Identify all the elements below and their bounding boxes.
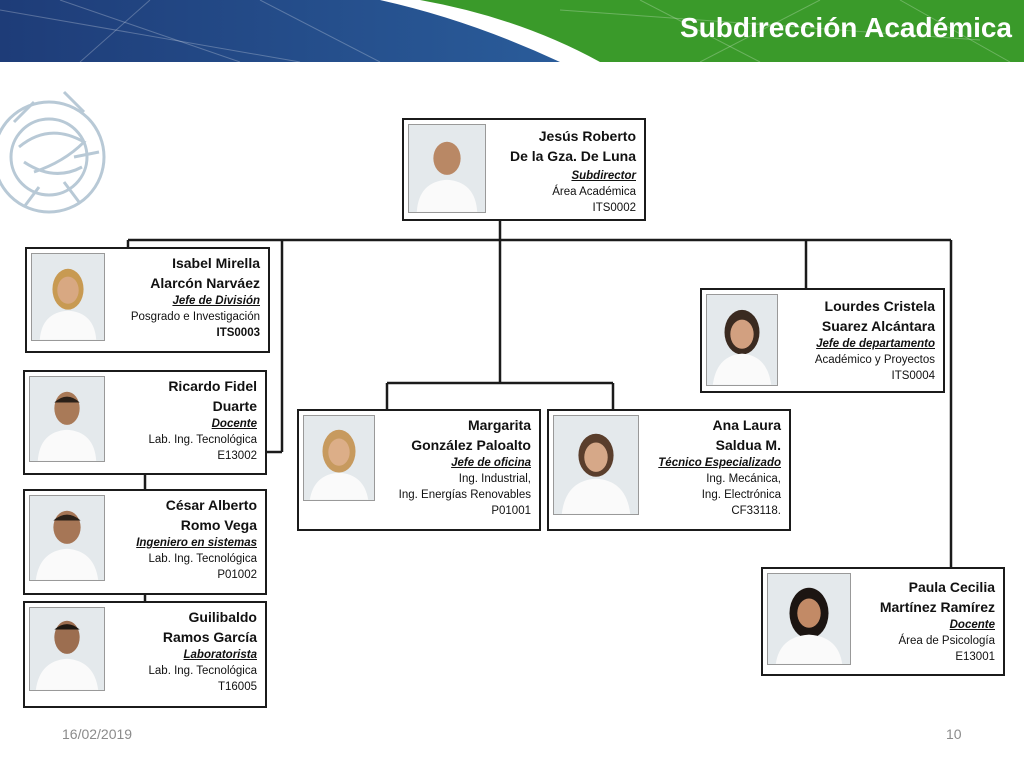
person-position: Subdirector xyxy=(571,170,636,182)
person-code: ITS0002 xyxy=(592,202,636,214)
person-position: Técnico Especializado xyxy=(658,457,781,469)
person-last-name: González Paloalto xyxy=(411,437,531,453)
person-department: Ing. Industrial, xyxy=(458,473,531,485)
card-jesus-roberto: Jesús Roberto De la Gza. De Luna Subdire… xyxy=(402,118,646,221)
card-isabel-mirella: Isabel Mirella Alarcón Narváez Jefe de D… xyxy=(25,247,270,353)
card-lourdes-cristela: Lourdes Cristela Suarez Alcántara Jefe d… xyxy=(700,288,945,393)
portrait-photo xyxy=(29,495,105,581)
person-department: Área Académica xyxy=(552,186,636,198)
portrait-photo xyxy=(408,124,486,213)
person-code: T16005 xyxy=(217,681,257,693)
person-position: Jefe de departamento xyxy=(816,338,935,350)
header-banner xyxy=(0,0,1024,63)
person-department: Lab. Ing. Tecnológica xyxy=(148,665,257,677)
portrait-photo xyxy=(303,415,375,501)
person-department: Académico y Proyectos xyxy=(814,354,935,366)
card-guilibaldo: Guilibaldo Ramos García Laboratorista La… xyxy=(23,601,267,708)
card-ana-laura: Ana Laura Saldua M. Técnico Especializad… xyxy=(547,409,791,531)
portrait-photo xyxy=(29,376,105,462)
person-department: Lab. Ing. Tecnológica xyxy=(148,553,257,565)
person-department: Área de Psicología xyxy=(898,635,995,647)
portrait-photo xyxy=(553,415,639,515)
card-margarita: Margarita González Paloalto Jefe de ofic… xyxy=(297,409,541,531)
person-last-name: Duarte xyxy=(212,398,257,414)
portrait-photo xyxy=(29,607,105,691)
page-title: Subdirección Académica xyxy=(680,12,1012,43)
person-first-name: Isabel Mirella xyxy=(172,255,260,271)
portrait-photo xyxy=(706,294,778,386)
footer-date: 16/02/2019 xyxy=(62,726,133,742)
person-first-name: Lourdes Cristela xyxy=(824,298,935,314)
person-department-2: Ing. Electrónica xyxy=(701,489,781,501)
person-code: P01002 xyxy=(217,569,257,581)
person-first-name: Ricardo Fidel xyxy=(168,378,257,394)
person-position: Docente xyxy=(949,619,995,631)
person-position: Jefe de oficina xyxy=(451,457,531,469)
person-last-name: Ramos García xyxy=(162,629,257,645)
person-last-name: Alarcón Narváez xyxy=(150,275,260,291)
person-first-name: César Alberto xyxy=(165,497,257,513)
person-position: Jefe de División xyxy=(172,295,260,307)
person-position: Laboratorista xyxy=(183,649,258,661)
person-last-name: Romo Vega xyxy=(180,517,257,533)
person-position: Ingeniero en sistemas xyxy=(136,537,257,549)
person-department: Lab. Ing. Tecnológica xyxy=(148,434,257,446)
person-code: E13001 xyxy=(955,651,995,663)
person-department: Posgrado e Investigación xyxy=(130,311,260,323)
person-code: CF33118. xyxy=(731,505,781,517)
person-position: Docente xyxy=(211,418,257,430)
person-code: E13002 xyxy=(217,450,257,462)
person-first-name: Ana Laura xyxy=(712,417,781,433)
page-number: 10 xyxy=(946,726,962,742)
person-code: P01001 xyxy=(491,505,531,517)
person-department: Ing. Mecánica, xyxy=(706,473,781,485)
person-first-name: Guilibaldo xyxy=(188,609,257,625)
person-first-name: Margarita xyxy=(467,417,531,433)
card-cesar-alberto: César Alberto Romo Vega Ingeniero en sis… xyxy=(23,489,267,595)
institution-logo-watermark xyxy=(0,62,114,252)
person-code: ITS0004 xyxy=(891,370,935,382)
person-last-name: Saldua M. xyxy=(715,437,781,453)
person-last-name: Suarez Alcántara xyxy=(821,318,935,334)
card-paula-cecilia: Paula Cecilia Martínez Ramírez Docente Á… xyxy=(761,567,1005,676)
portrait-photo xyxy=(767,573,851,665)
person-last-name: De la Gza. De Luna xyxy=(509,148,636,164)
card-ricardo-fidel: Ricardo Fidel Duarte Docente Lab. Ing. T… xyxy=(23,370,267,475)
person-first-name: Paula Cecilia xyxy=(908,579,995,595)
person-first-name: Jesús Roberto xyxy=(538,128,636,144)
person-last-name: Martínez Ramírez xyxy=(879,599,995,615)
person-department-2: Ing. Energías Renovables xyxy=(398,489,531,501)
portrait-photo xyxy=(31,253,105,341)
person-code: ITS0003 xyxy=(216,327,260,339)
